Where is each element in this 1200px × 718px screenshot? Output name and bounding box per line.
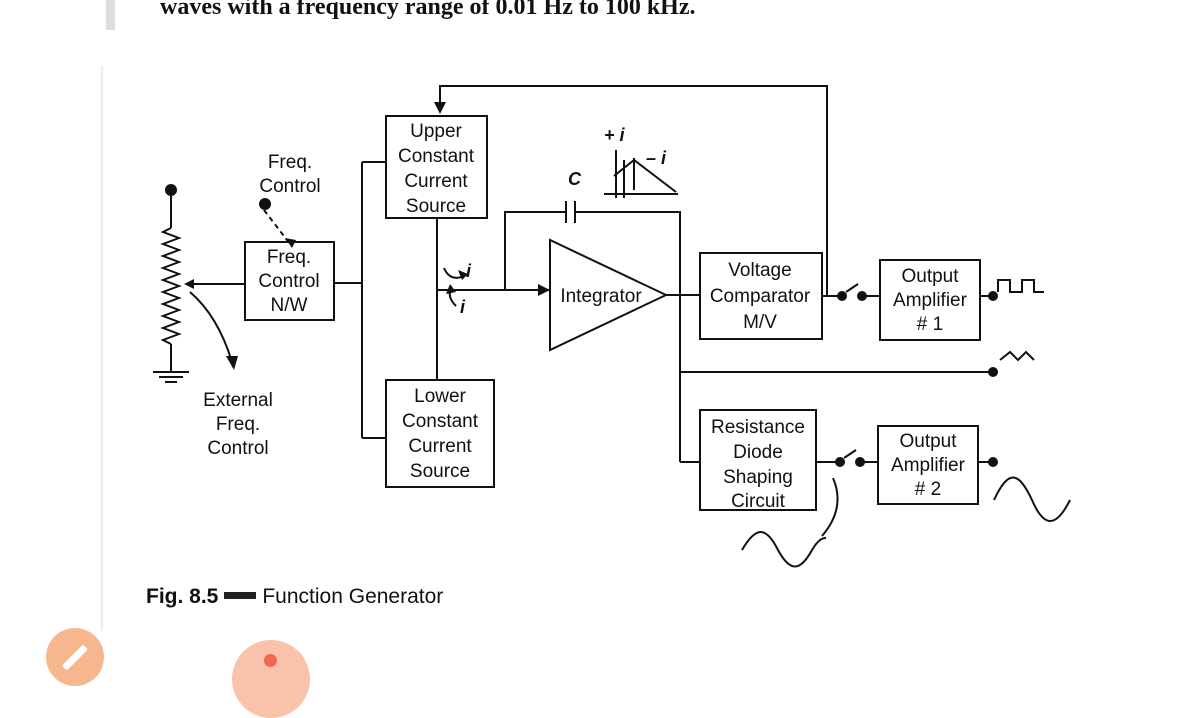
upper-label-3: Current <box>404 171 468 192</box>
comparator-label-1: Voltage <box>728 260 791 281</box>
function-generator-diagram: Freq. Control N/W Upper Constant Current… <box>153 85 1071 568</box>
switch-1-blade <box>845 283 859 293</box>
voltage-comparator-box <box>699 252 823 340</box>
cap-right-wire <box>575 211 681 295</box>
amp-2-label-2: Amplifier <box>891 455 966 476</box>
sine-indicator-line <box>821 477 839 537</box>
nw-label-1: Freq. <box>267 247 311 268</box>
record-icon <box>264 654 277 667</box>
external-label-2: Freq. <box>216 414 260 435</box>
switch-2-blade <box>843 449 857 459</box>
lower-label-4: Source <box>410 461 470 482</box>
feedback-loop-wire <box>439 85 828 296</box>
nw-label-3: N/W <box>271 295 308 316</box>
potentiometer-resistor <box>160 227 182 345</box>
switch-1-left-terminal <box>837 291 847 301</box>
current-down-arrowhead <box>446 284 456 294</box>
switch-1-right-terminal <box>857 291 867 301</box>
triangle-output-terminal <box>988 367 998 377</box>
plus-i-label: + i <box>604 125 626 145</box>
caption-separator <box>224 592 257 600</box>
sine-output-terminal <box>988 457 998 467</box>
feedback-arrowhead <box>434 102 446 114</box>
switch-2-right-terminal <box>855 457 865 467</box>
nw-label-2: Control <box>258 271 319 292</box>
integrator-label: Integrator <box>560 286 642 307</box>
body-text-line: waves with a frequency range of 0.01 Hz … <box>160 0 696 20</box>
cap-left-wire <box>504 211 566 290</box>
record-button[interactable] <box>232 640 310 718</box>
shaper-label-3: Shaping <box>723 467 793 488</box>
amp-2-label-1: Output <box>899 431 957 452</box>
lower-label-1: Lower <box>414 386 466 407</box>
pot-top-terminal <box>165 184 177 196</box>
wiper-arrowhead <box>184 279 194 289</box>
shaper-label-2: Diode <box>733 442 783 463</box>
shaping-circuit-box <box>699 409 817 511</box>
amp-1-label-1: Output <box>901 266 959 287</box>
shaper-label-4: Circuit <box>731 491 786 512</box>
comparator-label-2: Comparator <box>710 286 811 307</box>
freq-control-dashed-link <box>263 209 291 245</box>
upper-source-box <box>385 115 488 219</box>
ground-icon <box>153 371 189 383</box>
comparator-label-3: M/V <box>743 312 777 333</box>
integrator-input-arrowhead <box>538 284 550 296</box>
quote-bar <box>106 0 115 30</box>
amp-1-label-2: Amplifier <box>893 290 968 311</box>
figure-caption: Fig. 8.5 Function Generator <box>146 585 443 609</box>
shaper-label-1: Resistance <box>711 417 805 438</box>
sine-wave-output-icon <box>993 476 1071 522</box>
switch-2-left-terminal <box>835 457 845 467</box>
output-amplifier-1-box <box>879 259 981 341</box>
upper-label-4: Source <box>406 196 466 217</box>
lower-label-3: Current <box>408 436 472 457</box>
minus-i-label: – i <box>646 148 667 168</box>
square-wave-icon <box>997 279 1044 293</box>
freq-control-label-2: Control <box>259 176 320 197</box>
dashed-link-arrowhead <box>285 238 296 248</box>
integrator-triangle <box>549 238 669 352</box>
figure-title: Function Generator <box>262 585 444 608</box>
current-up-arrowhead <box>458 270 468 280</box>
external-control-arrow <box>189 291 233 363</box>
amp-2-label-3: # 2 <box>915 479 941 500</box>
annotate-button[interactable] <box>46 628 104 686</box>
pencil-icon <box>61 644 89 671</box>
capacitor-label: C <box>568 169 582 189</box>
external-label-3: Control <box>207 438 268 459</box>
lower-source-box <box>385 379 495 488</box>
freq-control-terminal <box>259 198 271 210</box>
upper-label-1: Upper <box>410 121 462 142</box>
current-down-label: i <box>460 297 466 317</box>
triangle-wave-icon <box>999 350 1035 362</box>
output-amplifier-2-box <box>877 425 979 505</box>
figure-number: Fig. 8.5 <box>146 585 219 608</box>
lower-label-2: Constant <box>402 411 479 432</box>
amp-1-label-3: # 1 <box>917 314 943 335</box>
square-output-terminal <box>988 291 998 301</box>
current-up-label: i <box>466 261 472 281</box>
external-label-1: External <box>203 390 273 411</box>
external-arrowhead <box>226 356 238 370</box>
page-margin-rule <box>101 66 103 631</box>
upper-label-2: Constant <box>398 146 475 167</box>
freq-control-label-1: Freq. <box>268 152 312 173</box>
sine-wave-shaper-icon <box>741 531 827 568</box>
